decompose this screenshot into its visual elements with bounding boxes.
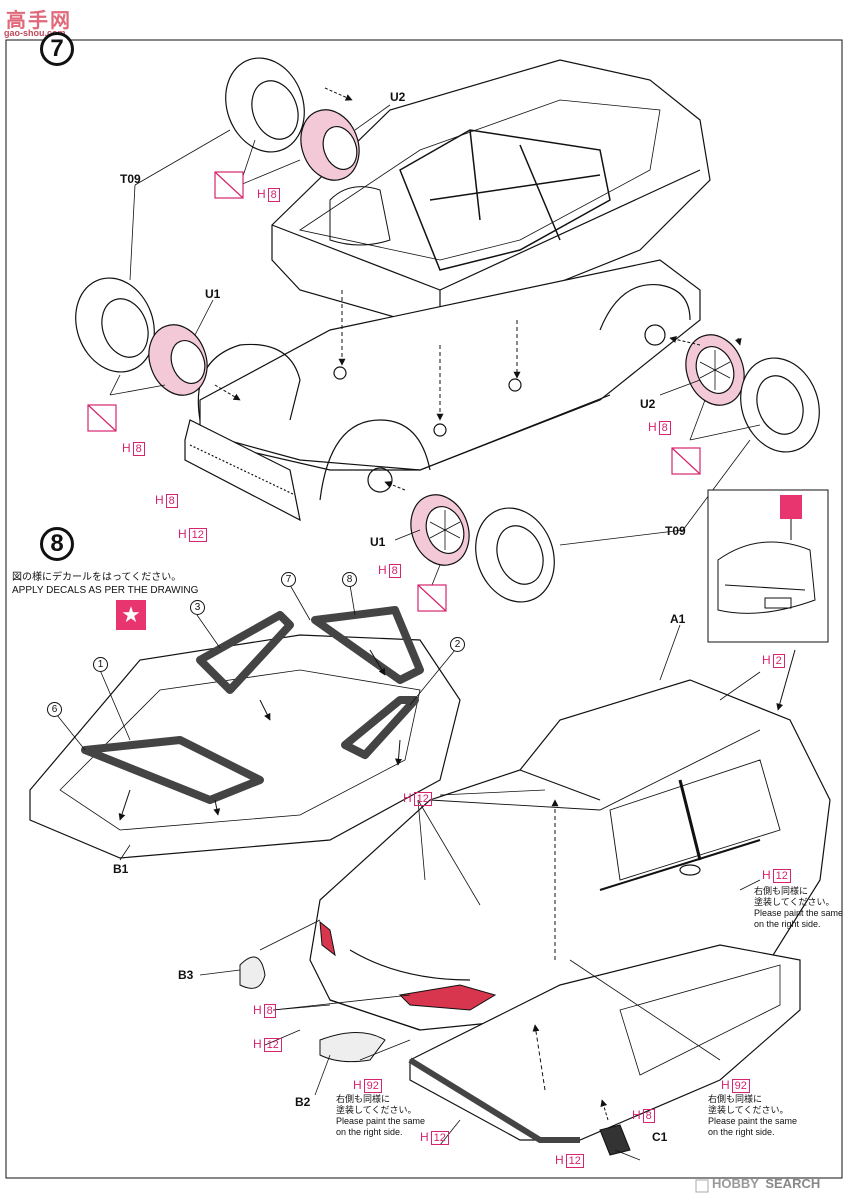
footer-logo: HOBBY SEARCH	[712, 1176, 820, 1191]
decal-number-2: 2	[450, 637, 465, 652]
label-a1: A1	[670, 612, 686, 626]
footer-logo-brand: HOBBY	[712, 1176, 759, 1191]
step-8-badge: 8	[40, 527, 74, 561]
step-7-badge: 7	[40, 32, 74, 66]
part-b3	[239, 956, 266, 989]
decal-number-3: 3	[190, 600, 205, 615]
footer-logo-icon	[695, 1179, 709, 1193]
car-body-a1	[309, 679, 831, 1031]
part-c1	[599, 1124, 631, 1156]
label-t09-right: T09	[665, 524, 686, 538]
detail-inset	[707, 489, 829, 643]
label-u2-top: U2	[390, 90, 406, 104]
label-u2-right: U2	[640, 397, 656, 411]
rear-hub	[644, 324, 666, 346]
decal-number-1: 1	[93, 657, 108, 672]
watermark-top: 高手网	[6, 4, 72, 33]
tail-light-red	[398, 984, 497, 1011]
no-paint-icons	[87, 171, 701, 612]
part-b2	[319, 1032, 386, 1063]
assembly-arrows-step7	[214, 87, 742, 491]
glass-part	[409, 944, 801, 1141]
leader-lines-step7	[109, 104, 761, 591]
head-light-red	[319, 920, 336, 957]
decal-arrows	[118, 649, 402, 821]
tire-top-left	[225, 57, 305, 153]
footer-logo-search: SEARCH	[765, 1176, 821, 1191]
label-b3: B3	[178, 968, 194, 982]
tire-left	[75, 277, 155, 373]
watermark-chars: 高手网	[6, 10, 72, 32]
decal-number-8: 8	[342, 572, 357, 587]
decal-leaders	[56, 584, 456, 861]
tire-right	[740, 357, 820, 453]
star-icon: ★	[116, 600, 146, 630]
interior-tub	[271, 59, 711, 331]
label-c1: C1	[652, 1130, 668, 1144]
front-hub	[367, 467, 393, 493]
decal-number-7: 7	[281, 572, 296, 587]
roll-cage	[399, 129, 611, 271]
wheel-u1-left	[148, 324, 208, 396]
chassis-floor	[199, 259, 701, 471]
step8-instruction-en: APPLY DECALS AS PER THE DRAWING	[12, 585, 199, 596]
car-arrows	[532, 649, 796, 1121]
step8-instruction-jp: 図の様にデカールをはってください。	[12, 572, 182, 583]
decal-number-6: 6	[47, 702, 62, 717]
window-part-b1	[29, 634, 461, 859]
seat	[329, 186, 391, 246]
wheel-u2-top	[300, 109, 360, 181]
label-t09-top: T09	[120, 172, 141, 186]
decal-frames	[81, 606, 424, 804]
wheel-u1-bottom	[410, 494, 470, 566]
wheel-u2-right	[685, 334, 745, 406]
tire-bottom	[475, 507, 555, 603]
watermark-url: gao-shou.com	[4, 28, 66, 38]
label-b1: B1	[113, 862, 129, 876]
label-b2: B2	[295, 1095, 311, 1109]
label-u1-bottom: U1	[370, 535, 386, 549]
glass-bottom-edge	[408, 1057, 580, 1143]
label-u1-left: U1	[205, 287, 221, 301]
page-frame	[5, 39, 843, 1179]
leader-lines-step8	[199, 624, 761, 1161]
